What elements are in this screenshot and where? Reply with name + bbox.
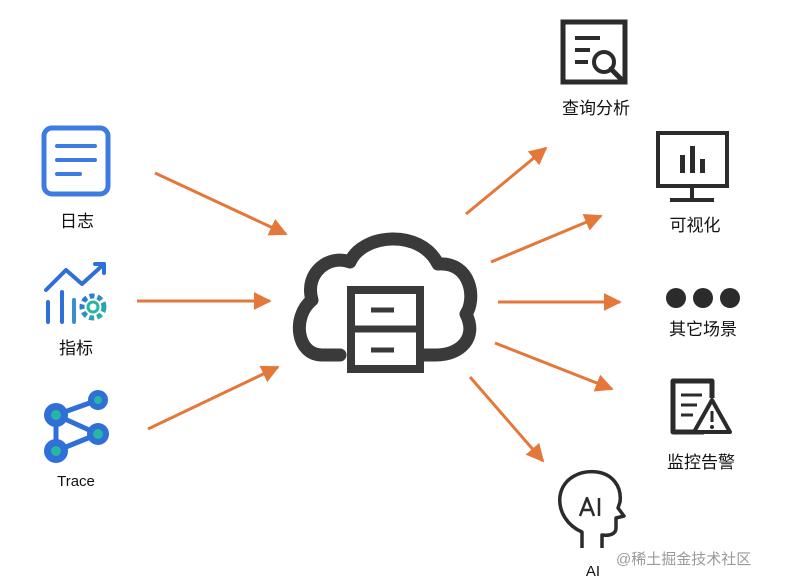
more-dots-icon: [666, 288, 740, 308]
cloud-server-icon: [292, 232, 478, 373]
ai-head-icon: [558, 469, 626, 548]
watermark: @稀土掘金技术社区: [616, 551, 752, 568]
label-logs: 日志: [60, 212, 94, 231]
arrow-cloud-to-ai: [468, 376, 545, 463]
trace-graph-icon: [44, 390, 109, 463]
label-metrics: 指标: [59, 339, 93, 358]
arrow-cloud-to-visualization: [490, 213, 603, 264]
arrow-cloud-to-query: [465, 146, 548, 216]
label-visualization: 可视化: [669, 216, 721, 235]
alert-document-icon: [670, 378, 732, 435]
label-trace: Trace: [57, 473, 95, 490]
label-other-scenarios: 其它场景: [669, 320, 737, 339]
arrow-logs-to-cloud: [154, 171, 288, 236]
query-analysis-icon: [560, 19, 628, 85]
label-monitoring-alert: 监控告警: [667, 453, 735, 472]
log-document-icon: [41, 125, 111, 197]
arrow-trace-to-cloud: [147, 365, 280, 431]
metrics-chart-gear-icon: [44, 262, 107, 324]
visualization-monitor-icon: [656, 131, 729, 202]
label-query-analysis: 查询分析: [562, 99, 630, 118]
arrow-cloud-to-alert: [494, 341, 614, 392]
label-ai: AI: [585, 563, 601, 580]
